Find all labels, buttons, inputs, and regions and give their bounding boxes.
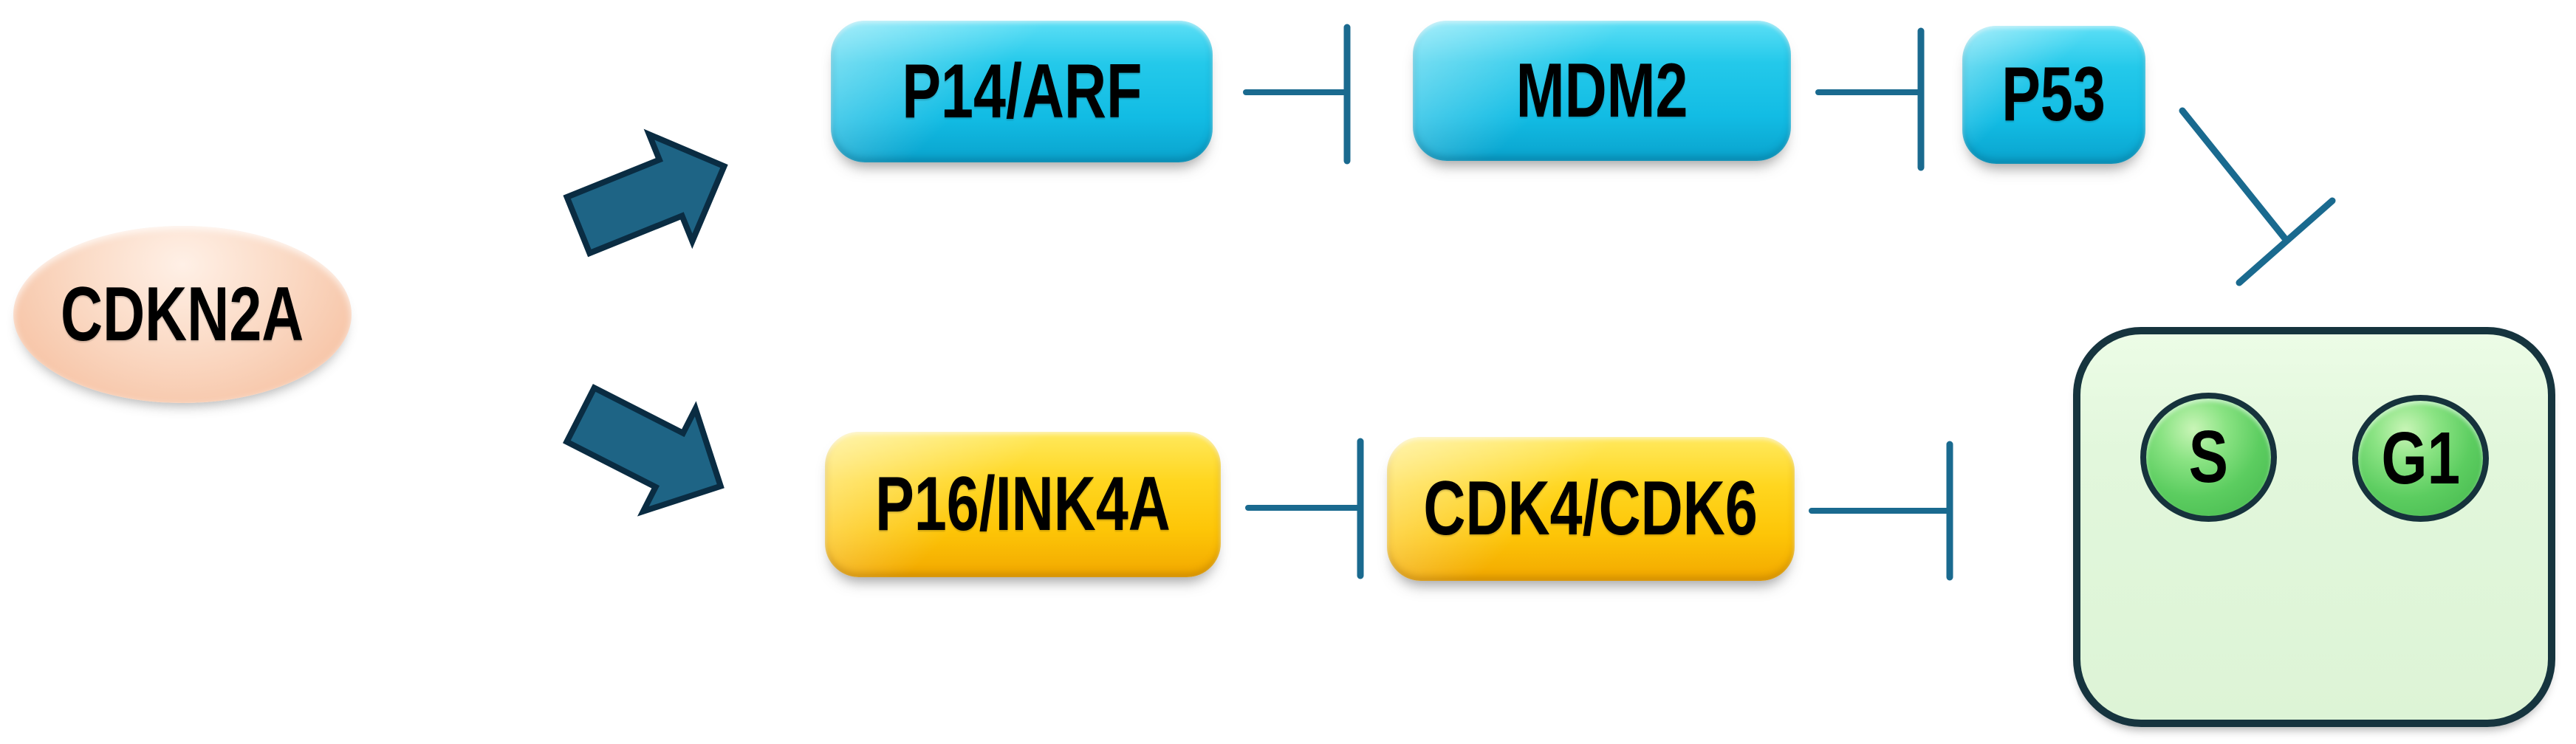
node-cdk4cdk6-label: CDK4/CDK6 — [1423, 466, 1758, 551]
node-p53: P53 — [1962, 26, 2145, 164]
node-p14arf-label: P14/ARF — [901, 48, 1143, 134]
activation-arrow-lower — [563, 384, 724, 517]
node-p16ink4a-label: P16/INK4A — [875, 461, 1171, 547]
node-p16ink4a: P16/INK4A — [825, 432, 1221, 577]
node-mdm2: MDM2 — [1413, 21, 1791, 161]
inhibition-bar-p53-cellcycle — [2179, 107, 2336, 286]
inhibition-bar-p14-mdm2 — [1243, 24, 1351, 165]
phase-g1-label: G1 — [2381, 416, 2460, 500]
phase-circle-g1: G1 — [2352, 395, 2489, 522]
inhibition-bar-mdm2-p53 — [1815, 27, 1925, 171]
phase-circle-s: S — [2140, 393, 2277, 522]
node-cdk4cdk6: CDK4/CDK6 — [1387, 437, 1795, 581]
activation-arrow-upper — [563, 128, 728, 258]
node-p14arf: P14/ARF — [831, 21, 1213, 162]
node-p53-label: P53 — [2001, 52, 2106, 137]
phase-s-label: S — [2188, 416, 2229, 498]
node-mdm2-label: MDM2 — [1515, 47, 1688, 134]
node-cdkn2a-label: CDKN2A — [61, 271, 304, 357]
inhibition-bar-cdk-cellcycle — [1809, 441, 1953, 581]
inhibition-bar-p16-cdk — [1245, 438, 1364, 579]
node-cdkn2a: CDKN2A — [13, 226, 352, 403]
cell-cycle-panel — [2073, 327, 2555, 727]
